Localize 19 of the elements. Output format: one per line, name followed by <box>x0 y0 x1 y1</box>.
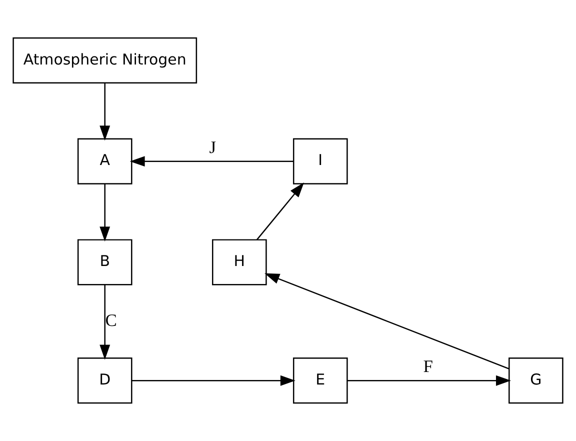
edge-label: J <box>209 136 216 157</box>
arrow <box>100 83 110 141</box>
arrow <box>256 182 304 240</box>
node-box: Atmospheric Nitrogen <box>12 37 198 84</box>
node-box: B <box>77 239 132 286</box>
arrow <box>132 375 296 386</box>
node-box: E <box>292 358 348 404</box>
edge-label: F <box>423 356 434 376</box>
node-box: D <box>77 358 132 404</box>
node-box: G <box>508 358 564 404</box>
arrow <box>100 284 110 360</box>
arrow <box>130 156 294 167</box>
arrow <box>100 184 110 242</box>
edge-label: C <box>105 310 117 330</box>
node-box: A <box>77 138 132 184</box>
node-box: I <box>292 138 348 184</box>
arrow <box>264 273 510 370</box>
node-box: H <box>212 239 267 286</box>
arrow <box>347 375 511 386</box>
